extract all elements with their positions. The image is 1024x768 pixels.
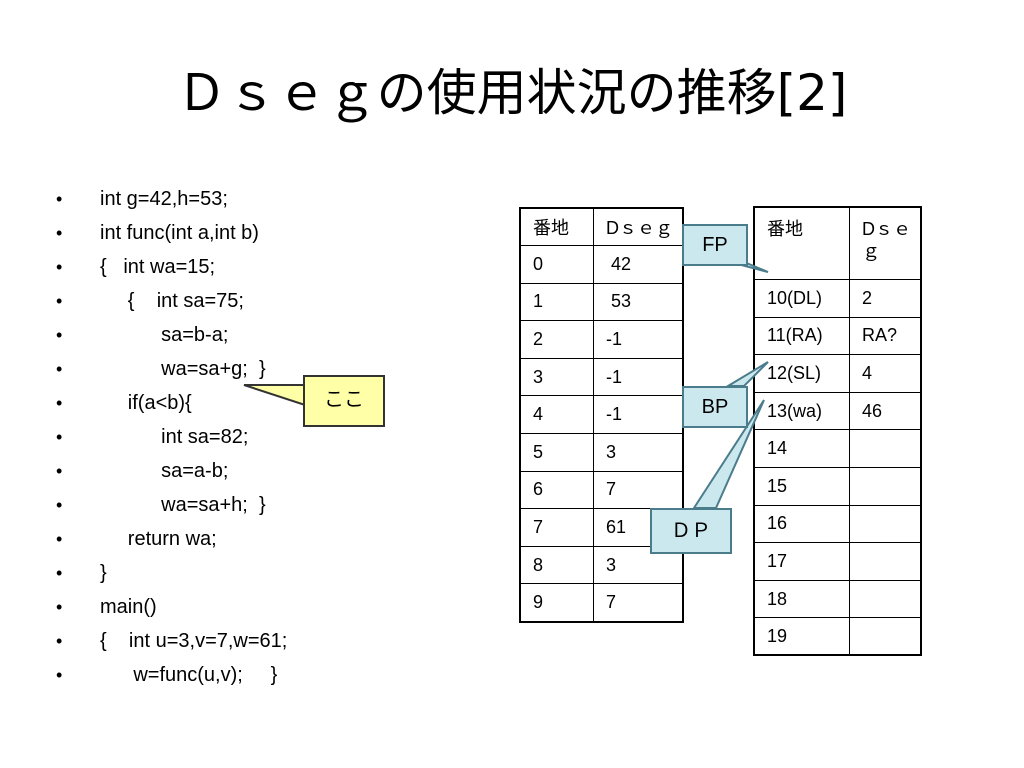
address-cell: 10(DL) <box>753 279 850 318</box>
value-cell: 2 <box>849 279 922 318</box>
code-text: sa=a-b; <box>100 460 229 482</box>
bullet-icon: • <box>56 223 63 243</box>
value-cell: RA? <box>849 316 922 356</box>
table-row: 3-1 <box>519 357 684 397</box>
table-row: 1 53 <box>519 282 684 322</box>
table-row: 18 <box>753 579 922 619</box>
code-text: { int wa=15; <box>100 256 216 278</box>
bp-label: BP <box>682 386 748 428</box>
code-text: sa=b-a; <box>100 324 229 346</box>
koko-callout: ここ <box>303 375 385 427</box>
address-cell: 2 <box>519 320 594 359</box>
address-cell: 17 <box>753 542 850 581</box>
table-row: 19 <box>753 617 922 656</box>
table-row: 10(DL)2 <box>753 279 922 318</box>
bullet-icon: • <box>56 291 63 311</box>
value-cell: -1 <box>593 357 684 397</box>
table-row: 4-1 <box>519 395 684 435</box>
code-text: { int u=3,v=7,w=61; <box>100 630 288 652</box>
column-header: Dｓｅｇ <box>849 206 922 280</box>
value-cell: 4 <box>849 354 922 393</box>
table-row: 12(SL)4 <box>753 354 922 393</box>
address-cell: 9 <box>519 583 594 623</box>
bullet-icon: • <box>56 529 63 549</box>
value-cell <box>849 429 922 468</box>
table-row: 2-1 <box>519 320 684 359</box>
table-row: 14 <box>753 429 922 468</box>
bullet-icon: • <box>56 563 63 583</box>
code-text: int sa=82; <box>100 426 249 448</box>
bp-pointer <box>724 361 769 387</box>
address-cell: 6 <box>519 470 594 510</box>
fp-label: FP <box>682 224 748 266</box>
bullet-icon: • <box>56 257 63 277</box>
address-cell: 14 <box>753 429 850 468</box>
column-header: Dｓｅｇ <box>593 207 684 247</box>
address-cell: 0 <box>519 245 594 284</box>
column-header: 番地 <box>519 207 594 247</box>
value-cell: 7 <box>593 470 684 510</box>
address-cell: 18 <box>753 579 850 619</box>
value-cell: 3 <box>593 433 684 472</box>
dp-label: ＤＰ <box>650 508 732 554</box>
code-text: wa=sa+h; } <box>100 494 266 516</box>
address-cell: 1 <box>519 282 594 322</box>
bullet-icon: • <box>56 427 63 447</box>
address-cell: 13(wa) <box>753 391 850 431</box>
bullet-icon: • <box>56 189 63 209</box>
bullet-icon: • <box>56 325 63 345</box>
value-cell: 7 <box>593 583 684 623</box>
value-cell: -1 <box>593 395 684 435</box>
koko-pointer <box>243 384 306 407</box>
code-text: if(a<b){ <box>100 392 192 414</box>
bullet-icon: • <box>56 495 63 515</box>
table-row: 17 <box>753 542 922 581</box>
code-text: w=func(u,v); } <box>100 664 278 686</box>
code-text: { int sa=75; <box>100 290 244 312</box>
value-cell: 53 <box>593 282 684 322</box>
code-text: main() <box>100 596 157 618</box>
code-text: wa=sa+g; } <box>100 358 266 380</box>
slide-title: Ｄｓｅｇの使用状況の推移[2] <box>176 64 848 122</box>
bullet-icon: • <box>56 461 63 481</box>
address-cell: 19 <box>753 617 850 656</box>
address-cell: 12(SL) <box>753 354 850 393</box>
code-text: return wa; <box>100 528 217 550</box>
bullet-icon: • <box>56 393 63 413</box>
bullet-icon: • <box>56 665 63 685</box>
bullet-icon: • <box>56 359 63 379</box>
value-cell <box>849 542 922 581</box>
column-header: 番地 <box>753 206 850 280</box>
code-text: int g=42,h=53; <box>100 188 228 210</box>
bullet-icon: • <box>56 597 63 617</box>
bullet-icon: • <box>56 631 63 651</box>
code-text: } <box>100 562 107 584</box>
code-text: int func(int a,int b) <box>100 222 259 244</box>
value-cell <box>849 617 922 656</box>
